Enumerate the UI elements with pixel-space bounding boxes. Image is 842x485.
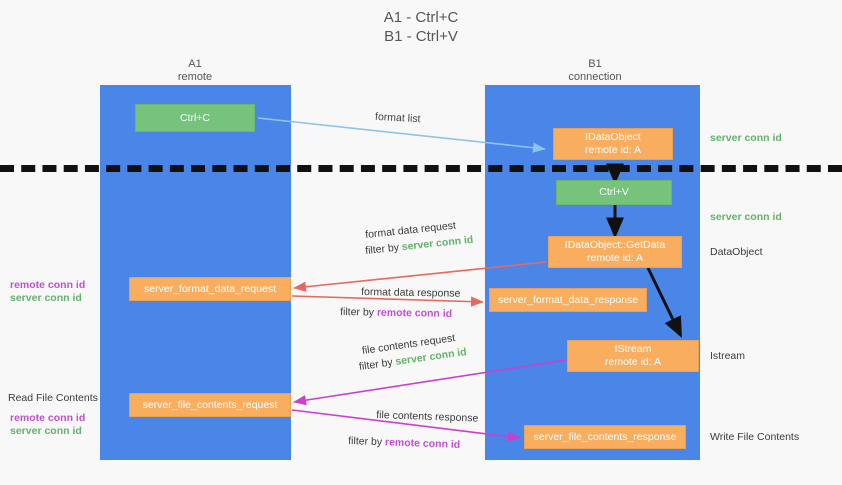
edge-label-file-contents-response-text: file contents response bbox=[376, 409, 479, 425]
left-label-server-conn-id-low: server conn id bbox=[10, 425, 82, 437]
box-idataobject-line2: remote id: A bbox=[584, 144, 642, 156]
box-ctrl-v: Ctrl+V bbox=[556, 180, 672, 205]
right-label-server-conn-id-top: server conn id bbox=[710, 132, 782, 144]
title-line-2: B1 - Ctrl+V bbox=[384, 28, 458, 45]
filter-prefix: filter by bbox=[358, 356, 397, 374]
box-server-format-data-response-label: server_format_data_response bbox=[497, 293, 639, 306]
box-server-file-contents-request: server_file_contents_request bbox=[129, 393, 291, 417]
lane-header-b1: B1 connection bbox=[520, 58, 670, 84]
lane-b1-sub: connection bbox=[568, 71, 622, 83]
lane-a1-name: A1 bbox=[188, 58, 202, 70]
box-idataobject: IDataObject remote id: A bbox=[553, 128, 673, 160]
filter-prefix: filter by bbox=[364, 241, 403, 258]
right-label-istream: Istream bbox=[710, 350, 746, 362]
box-ctrl-v-label: Ctrl+V bbox=[599, 186, 629, 198]
box-server-format-data-response: server_format_data_response bbox=[489, 288, 647, 312]
edge-label-file-contents-response: file contents response bbox=[376, 408, 479, 426]
edge-label-format-list: format list bbox=[374, 110, 421, 126]
edge-label-format-data-response-filter: filter by remote conn id bbox=[340, 305, 452, 321]
title-line-1: A1 - Ctrl+C bbox=[383, 9, 459, 26]
lane-header-a1: A1 remote bbox=[120, 58, 270, 84]
box-getdata: IDataObject::GetData remote id: A bbox=[548, 236, 682, 268]
filter-prefix: filter by bbox=[348, 435, 386, 449]
box-ctrl-c: Ctrl+C bbox=[135, 104, 255, 132]
filter-key-remote-conn-id: remote conn id bbox=[384, 436, 461, 451]
phase-divider bbox=[0, 165, 842, 172]
right-label-dataobject: DataObject bbox=[710, 246, 763, 258]
box-getdata-line1: IDataObject::GetData bbox=[564, 239, 666, 251]
box-server-file-contents-request-label: server_file_contents_request bbox=[142, 398, 278, 411]
edge-label-format-data-response: format data response bbox=[361, 285, 460, 301]
box-server-format-data-request-label: server_format_data_request bbox=[144, 282, 276, 295]
filter-prefix: filter by bbox=[340, 306, 377, 319]
edge-label-file-contents-response-filter: filter by remote conn id bbox=[348, 434, 460, 452]
box-getdata-line2: remote id: A bbox=[586, 252, 644, 264]
left-label-remote-conn-id-low: remote conn id bbox=[10, 412, 86, 424]
left-label-conn-ids-mid: remote conn id server conn id bbox=[10, 279, 85, 305]
left-label-read-file-contents-group: Read File Contents bbox=[8, 392, 98, 405]
right-label-server-conn-id-mid: server conn id bbox=[710, 211, 782, 223]
left-label-conn-ids-low: remote conn id server conn id bbox=[10, 412, 85, 438]
box-ctrl-c-label: Ctrl+C bbox=[179, 111, 211, 124]
box-server-file-contents-response: server_file_contents_response bbox=[524, 425, 686, 449]
box-istream: IStream remote id: A bbox=[567, 340, 699, 372]
box-idataobject-line1: IDataObject bbox=[585, 131, 641, 143]
box-istream-line1: IStream bbox=[614, 343, 652, 355]
lane-a1-sub: remote bbox=[177, 71, 213, 83]
box-server-format-data-request: server_format_data_request bbox=[129, 277, 291, 301]
page-title: A1 - Ctrl+C B1 - Ctrl+V bbox=[0, 8, 842, 46]
left-label-server-conn-id-mid: server conn id bbox=[10, 292, 82, 304]
left-label-read-file-contents: Read File Contents bbox=[8, 392, 98, 404]
left-label-remote-conn-id-mid: remote conn id bbox=[10, 279, 86, 291]
box-server-file-contents-response-label: server_file_contents_response bbox=[533, 430, 677, 443]
lane-b1-name: B1 bbox=[588, 58, 602, 70]
filter-key-remote-conn-id: remote conn id bbox=[376, 306, 453, 320]
right-label-write-file-contents: Write File Contents bbox=[710, 431, 800, 443]
edge-label-format-data-response-text: format data response bbox=[361, 286, 461, 300]
box-istream-line2: remote id: A bbox=[604, 356, 662, 368]
